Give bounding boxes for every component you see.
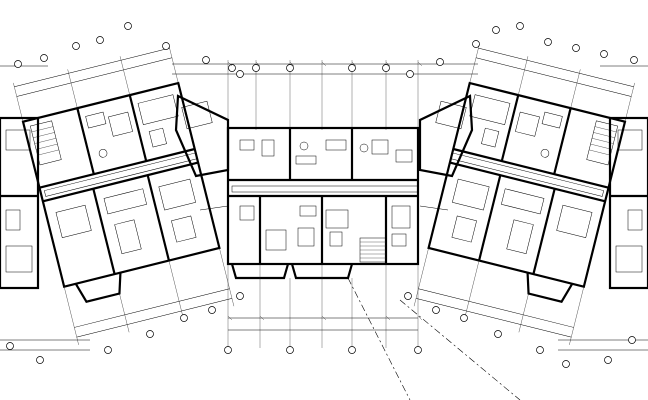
dimension-ticks [227,61,423,321]
central-wing [172,60,521,400]
grid-axis-bubbles [6,22,638,368]
axis-bubbles-top [14,22,638,78]
right-wing [413,44,648,351]
left-wing [13,44,235,345]
connector-wedges [174,94,474,211]
left-edge-fragment [0,65,90,351]
axis-bubbles-bottom [6,292,636,368]
